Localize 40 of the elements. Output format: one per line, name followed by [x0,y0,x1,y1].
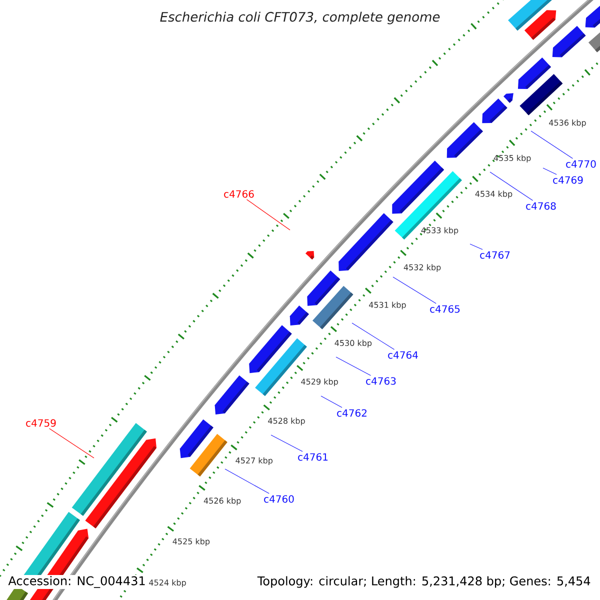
tick-label: 4532 kbp [404,264,441,272]
leader-line [530,130,573,159]
tick-label: 4533 kbp [421,227,458,235]
leader-line [352,322,395,350]
gene-label: c4764 [388,351,418,359]
tick-label: 4528 kbp [268,418,305,426]
gene-label: c4759 [26,419,56,427]
tick-label: 4527 kbp [236,457,273,466]
gene-label: c4765 [430,305,460,313]
tick-label: 4534 kbp [475,190,512,198]
tick-label: 4536 kbp [549,120,586,128]
leader-line [336,356,372,376]
gene-label: c4769 [553,176,583,184]
gene-label: c4767 [480,251,510,259]
gene-label: c4768 [526,202,556,210]
tick-label: 4535 kbp [494,154,531,163]
tick-label: 4529 kbp [301,378,338,386]
leader-line [224,468,270,494]
gene-label: c4760 [264,495,294,503]
leader-line [542,168,557,175]
gene-label: c4770 [566,160,596,168]
tick-label: 4526 kbp [204,498,241,506]
leader-line [470,244,483,250]
gene-label: c4761 [298,453,328,461]
leader-line [49,428,94,458]
leader-line [320,396,342,408]
gene-label: c4766 [224,190,254,198]
leader-line [270,434,303,452]
title: Escherichia coli CFT073, complete genome [160,12,440,24]
tick-label: 4531 kbp [369,302,406,310]
gene-label: c4762 [337,409,366,417]
gene-label: c4763 [366,377,396,385]
accession-text: Accession: NC_004431 [7,575,147,589]
leader-line [392,276,436,304]
tick-label: 4525 kbp [172,538,210,546]
genome-info-text: Topology: circular; Length: 5,231,428 bp; Genes: 5,454 [256,575,592,589]
tick-label: 4524 kbp [149,579,186,588]
leader-line [246,199,290,230]
leader-line [490,172,534,201]
tick-label: 4530 kbp [334,340,372,348]
